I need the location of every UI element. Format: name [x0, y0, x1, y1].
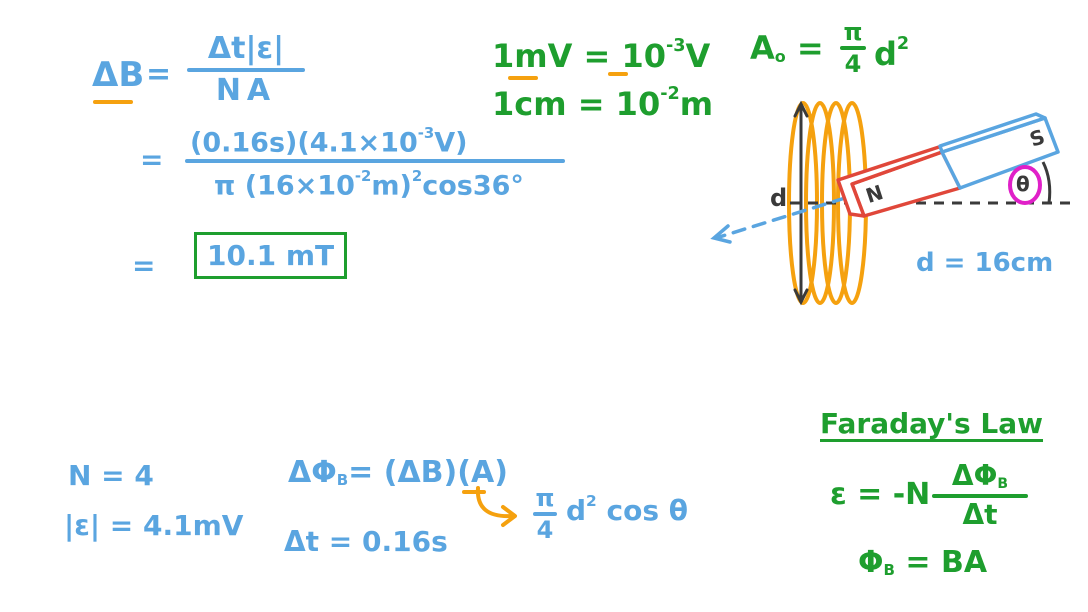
fraction-bar — [187, 68, 305, 72]
step1-numerator: Δt|ε| — [207, 31, 285, 66]
theta-highlight-circle — [1008, 165, 1042, 205]
result-box: 10.1 mT — [194, 232, 348, 279]
fraction-bar — [185, 159, 565, 164]
magnet-north — [836, 144, 962, 218]
conversion-mv: 1mV = 10-3V — [492, 36, 711, 75]
step1-fraction: Δt|ε| NA — [186, 34, 306, 106]
given-delta-t: Δt = 0.16s — [284, 525, 448, 558]
flux-change-expression: ΔΦB= (ΔB)(A) — [288, 455, 508, 490]
mv-underline — [508, 76, 538, 80]
given-emf: |ε| = 4.1mV — [64, 509, 244, 542]
area-sub-fraction: π 4 — [530, 486, 560, 542]
angle-arc — [1041, 161, 1052, 204]
conversion-cm: 1cm = 10-2m — [492, 84, 714, 123]
step2-numerator: (0.16s)(4.1×10-3V) — [190, 124, 468, 159]
equals-3: = — [132, 249, 156, 282]
faraday-numerator: ΔΦB — [951, 459, 1009, 492]
faraday-title: Faraday's Law — [820, 407, 1044, 440]
equals-2: = — [140, 143, 164, 176]
delta-b-lhs: ΔB — [92, 55, 145, 95]
area-sub-expression: d2 cos θ — [566, 492, 688, 527]
area-underline — [462, 490, 486, 494]
step2-denominator: π (16×10-2m)2cos36° — [214, 167, 524, 202]
diameter-arrow — [793, 100, 809, 306]
equals-1: = — [146, 57, 172, 92]
faraday-fraction: ΔΦB Δt — [932, 462, 1028, 529]
magnet-south — [938, 112, 1060, 190]
delta-b-underline — [93, 100, 133, 104]
diameter-value: d = 16cm — [916, 248, 1054, 278]
faraday-denominator: Δt — [962, 497, 998, 531]
result-value: 10.1 mT — [207, 239, 335, 272]
area-lhs: Ao = — [750, 29, 824, 67]
area-rest: d2 — [874, 34, 910, 73]
flux-definition: ΦB = BA — [858, 545, 988, 580]
diameter-label: d — [770, 184, 788, 212]
faraday-emf-lhs: ε = -N — [830, 477, 931, 512]
step2-fraction: (0.16s)(4.1×10-3V) π (16×10-2m)2cos36° — [184, 126, 566, 200]
area-fraction: π 4 — [838, 20, 868, 76]
exp-underline — [608, 72, 628, 76]
step1-denominator: NA — [215, 73, 277, 108]
given-turns: N = 4 — [68, 459, 154, 492]
magnet-axis-arrow — [710, 196, 847, 244]
angle-theta-label: θ — [1016, 172, 1030, 196]
